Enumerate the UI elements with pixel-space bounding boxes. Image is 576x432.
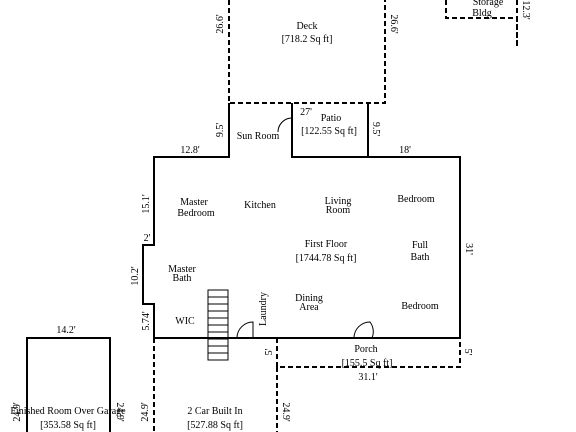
dining-area-label-2: Area — [299, 302, 319, 313]
dim-top-right: 18' — [399, 145, 411, 156]
sun-room-label: Sun Room — [237, 131, 280, 142]
dim-left-lower: 5.74' — [141, 311, 152, 331]
dim-patio-top: 27' — [300, 107, 312, 118]
patio-door — [277, 117, 293, 133]
living-room-label-2: Room — [326, 205, 351, 216]
wic-label: WIC — [175, 316, 195, 327]
stairs — [207, 289, 229, 361]
full-bath-label-2: Bath — [411, 252, 430, 263]
porch-area: [155.5 Sq ft] — [342, 358, 393, 369]
patio-area: [122.55 Sq ft] — [301, 126, 357, 137]
storage-label-2: Bldg — [472, 8, 491, 19]
porch-outline — [276, 338, 461, 368]
bedroom-top-label: Bedroom — [397, 194, 434, 205]
garage-outline — [153, 338, 278, 432]
dim-finished-right: 24.9' — [114, 402, 125, 422]
dim-garage-right: 24.9' — [280, 402, 291, 422]
master-bath-label-2: Bath — [173, 273, 192, 284]
master-bedroom-label-2: Bedroom — [177, 208, 214, 219]
laundry-door — [236, 321, 254, 339]
full-bath-label: Full — [412, 240, 428, 251]
bedroom-bottom-label: Bedroom — [401, 301, 438, 312]
finished-room-outline — [26, 337, 111, 432]
dim-porch-right: 5' — [462, 349, 473, 356]
dim-left-upper: 15.1' — [141, 194, 152, 214]
dim-finished-top: 14.2' — [56, 325, 76, 336]
first-floor-label: First Floor — [305, 239, 348, 250]
deck-outline — [228, 0, 386, 104]
dim-right-side: 31' — [463, 243, 474, 255]
dining-area-label: Dining — [295, 293, 323, 304]
dim-deck-right: 26.6' — [388, 14, 399, 34]
laundry-label: Laundry — [258, 292, 269, 326]
finished-room-area: [353.58 Sq ft] — [40, 420, 96, 431]
deck-area: [718.2 Sq ft] — [282, 34, 333, 45]
patio-label: Patio — [321, 113, 342, 124]
living-room-label: Living — [325, 196, 352, 207]
finished-room-label: Finished Room Over Garage — [10, 406, 126, 417]
dim-porch-bottom: 31.1' — [358, 372, 378, 383]
master-bedroom-label: Master — [180, 197, 208, 208]
dim-deck-left: 26.6' — [215, 14, 226, 34]
dim-garage-left: 24.9' — [140, 402, 151, 422]
dim-patio-right: 9.5' — [370, 122, 381, 137]
deck-label: Deck — [296, 21, 317, 32]
dim-top-left: 12.8' — [180, 145, 200, 156]
master-bath-label: Master — [168, 264, 196, 275]
dim-finished-left: 24.9' — [12, 402, 23, 422]
garage-label: 2 Car Built In — [187, 406, 242, 417]
porch-label: Porch — [354, 344, 377, 355]
dim-storage-right: 12.3' — [520, 0, 531, 20]
house-outline — [142, 103, 461, 339]
first-floor-area: [1744.78 Sq ft] — [296, 253, 357, 264]
dim-left-middle: 10.2' — [130, 266, 141, 286]
kitchen-label: Kitchen — [244, 200, 276, 211]
dim-notch: 2' — [144, 233, 151, 244]
storage-label: Storage — [473, 0, 504, 8]
porch-door — [353, 321, 374, 339]
garage-area: [527.88 Sq ft] — [187, 420, 243, 431]
dim-porch-left: 5' — [264, 348, 275, 355]
dim-sun-room-left: 9.5' — [215, 123, 226, 138]
